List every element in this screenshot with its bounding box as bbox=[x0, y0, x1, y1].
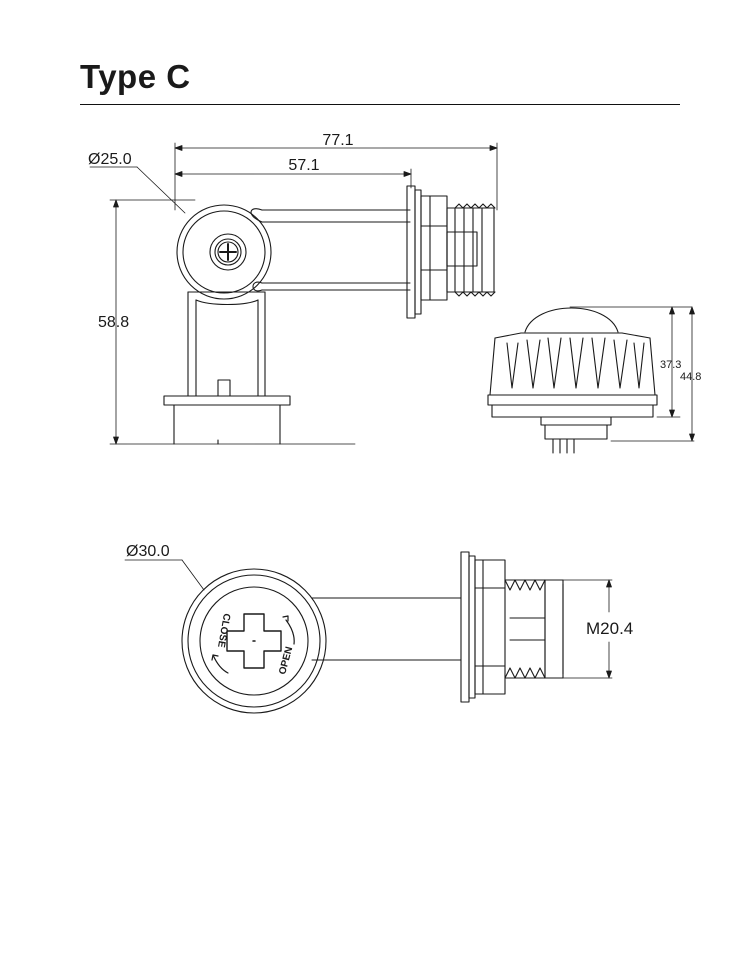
dim-height-inner-label: 37.3 bbox=[660, 359, 681, 371]
dim-head-diameter-label: Ø25.0 bbox=[88, 151, 132, 168]
top-view-drawing: 77.1 57.1 Ø25.0 58.8 bbox=[88, 132, 498, 445]
dimension-height-outer bbox=[610, 306, 695, 442]
dim-height-outer-label: 44.8 bbox=[680, 371, 701, 383]
dim-thread-label: M20.4 bbox=[586, 619, 633, 638]
cap-label-close: CLOSE bbox=[215, 612, 232, 648]
cap-label-open: OPEN bbox=[277, 646, 295, 676]
dim-arm-width-label: 57.1 bbox=[288, 157, 319, 174]
dimension-total-width bbox=[174, 142, 498, 211]
leader-head-diameter bbox=[89, 166, 186, 214]
front-view-drawing: Ø30.0 CLOSE OPEN bbox=[124, 543, 633, 714]
dimension-arm-width bbox=[174, 168, 412, 189]
dim-total-width-label: 77.1 bbox=[322, 132, 353, 149]
dim-cap-diameter-label: Ø30.0 bbox=[126, 543, 170, 560]
dimension-thread bbox=[562, 579, 613, 679]
dim-height-label: 58.8 bbox=[98, 314, 129, 331]
leader-cap-diameter bbox=[124, 559, 205, 591]
title-underline bbox=[80, 104, 680, 105]
dimension-height bbox=[109, 199, 356, 445]
dimension-height-inner bbox=[569, 306, 693, 418]
side-view-drawing: 37.3 44.8 bbox=[487, 306, 701, 454]
page-title: Type C bbox=[80, 58, 191, 95]
